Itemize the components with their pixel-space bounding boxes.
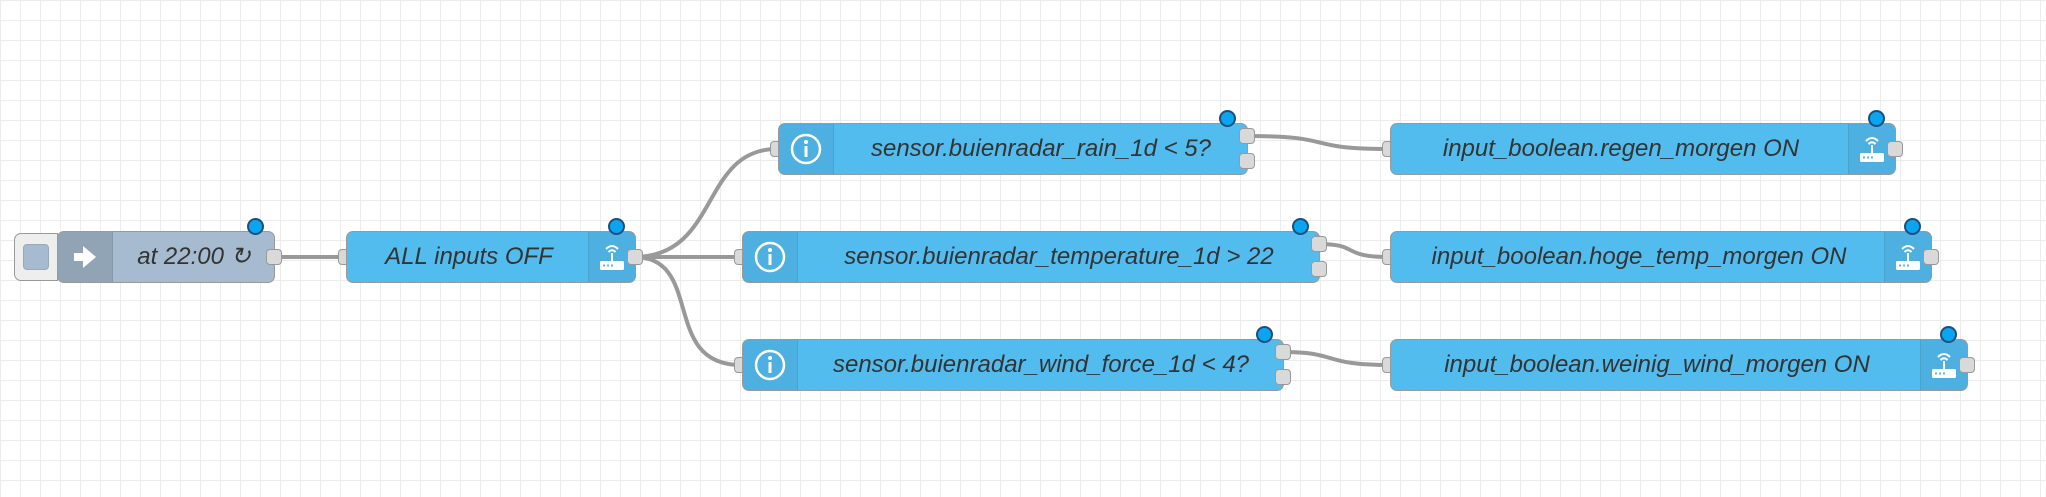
regen-morgen-label: input_boolean.regen_morgen ON (1442, 135, 1800, 162)
rain-sensor-node[interactable]: sensor.buienradar_rain_1d < 5? (778, 123, 1248, 175)
temperature-sensor-node[interactable]: sensor.buienradar_temperature_1d > 22 (742, 231, 1320, 283)
wire-wind-to-weinig-wind[interactable] (1282, 350, 1391, 367)
rain-sensor-label: sensor.buienradar_rain_1d < 5? (870, 135, 1212, 162)
wire-rain-to-regen[interactable] (1246, 134, 1391, 151)
rain-status-dot (1219, 110, 1236, 127)
wind-status-dot (1256, 326, 1273, 343)
arrow-in-icon (58, 232, 113, 282)
rain-output-port-true[interactable] (1239, 128, 1255, 144)
wind-sensor-label: sensor.buienradar_wind_force_1d < 4? (832, 351, 1250, 378)
regen-status-dot (1868, 110, 1885, 127)
rain-output-port-false[interactable] (1239, 153, 1255, 169)
weinig-wind-morgen-node[interactable]: input_boolean.weinig_wind_morgen ON (1390, 339, 1968, 391)
hoge-temp-status-dot (1904, 218, 1921, 235)
inject-node[interactable]: at 22:00 ↻ (57, 231, 275, 283)
all-off-node-label: ALL inputs OFF (385, 243, 553, 270)
weinig-wind-morgen-label: input_boolean.weinig_wind_morgen ON (1444, 351, 1870, 378)
hoge-temp-output-port[interactable] (1923, 249, 1939, 265)
wire-all-off-to-wind[interactable] (633, 255, 742, 367)
info-icon (743, 340, 798, 390)
wire-all-off-to-rain[interactable] (633, 147, 778, 259)
wind-output-port-false[interactable] (1275, 369, 1291, 385)
all-off-output-port[interactable] (627, 249, 643, 265)
temperature-status-dot (1292, 218, 1309, 235)
wind-sensor-node[interactable]: sensor.buienradar_wind_force_1d < 4? (742, 339, 1284, 391)
weinig-wind-output-port[interactable] (1959, 357, 1975, 373)
regen-morgen-node[interactable]: input_boolean.regen_morgen ON (1390, 123, 1896, 175)
wind-output-port-true[interactable] (1275, 344, 1291, 360)
inject-status-dot (247, 218, 264, 235)
temperature-output-port-false[interactable] (1311, 261, 1327, 277)
inject-output-port[interactable] (266, 249, 282, 265)
hoge-temp-morgen-label: input_boolean.hoge_temp_morgen ON (1431, 243, 1847, 270)
regen-output-port[interactable] (1887, 141, 1903, 157)
wire-temperature-to-hoge-temp[interactable] (1318, 242, 1391, 259)
hoge-temp-morgen-node[interactable]: input_boolean.hoge_temp_morgen ON (1390, 231, 1932, 283)
temperature-output-port-true[interactable] (1311, 236, 1327, 252)
temperature-sensor-label: sensor.buienradar_temperature_1d > 22 (844, 243, 1274, 270)
inject-button-face (23, 244, 49, 270)
info-icon (743, 232, 798, 282)
inject-node-label: at 22:00 ↻ (137, 243, 251, 270)
inject-trigger-button[interactable] (14, 233, 58, 281)
weinig-wind-status-dot (1940, 326, 1957, 343)
all-off-status-dot (608, 218, 625, 235)
all-off-node[interactable]: ALL inputs OFF (346, 231, 636, 283)
info-icon (779, 124, 834, 174)
